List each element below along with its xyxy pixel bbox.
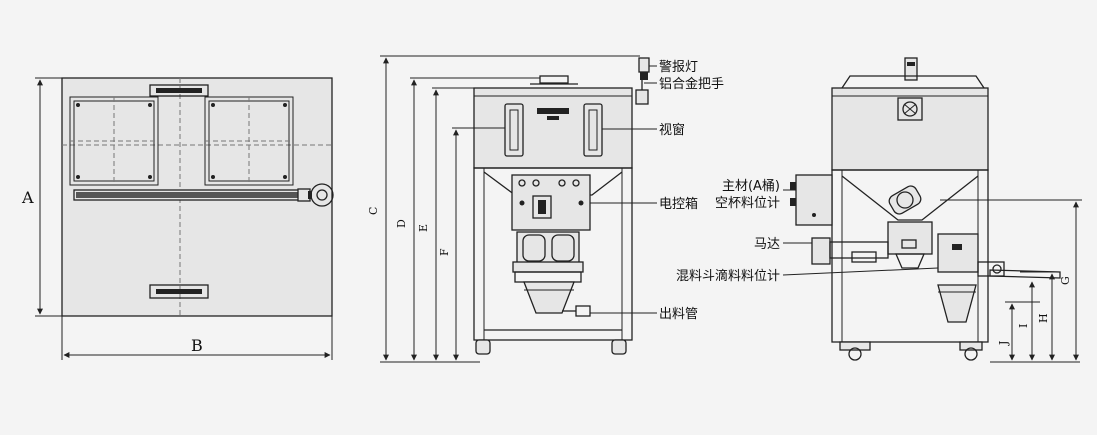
hinge-bar (73, 183, 334, 207)
mix-hopper (523, 281, 575, 314)
side-motor (811, 237, 831, 265)
dim-i-label: I (1017, 324, 1030, 328)
dim-h-label: H (1037, 313, 1050, 323)
top-handle (149, 84, 209, 97)
side-lower-frame (831, 169, 989, 343)
side-valve-assembly (887, 185, 933, 269)
bottom-handle (149, 284, 209, 299)
window-left (504, 103, 524, 157)
dim-d-label: D (395, 219, 408, 228)
callout-control-box: 电控箱 (659, 196, 698, 212)
side-upper-cabinet (831, 87, 989, 171)
right-window-panel (204, 96, 294, 186)
callout-motor: 马达 (754, 237, 780, 252)
side-caster-left (839, 341, 871, 361)
top-view: A B (21, 77, 334, 360)
dim-c-label: C (367, 207, 380, 215)
side-vent (897, 97, 923, 121)
window-right (583, 103, 603, 157)
callout-outlet-pipe: 出料管 (659, 307, 698, 322)
caster-right (611, 339, 627, 355)
side-caster-right (959, 341, 983, 361)
dim-a-label: A (21, 188, 34, 207)
lower-frame (473, 167, 633, 341)
control-box (511, 174, 591, 231)
callout-hopper-sensor: 混料斗滴料料位计 (676, 268, 780, 284)
outlet-pipe (575, 305, 591, 317)
callout-window: 视窗 (659, 122, 685, 138)
dim-b-label: B (191, 336, 203, 355)
callout-material-sensor-line2: 空杯料位计 (715, 196, 780, 211)
material-level-sensor (795, 174, 833, 226)
alarm-light (635, 57, 650, 105)
hopper-level-sensor (937, 233, 979, 273)
side-discharge-pipe (989, 269, 1061, 279)
side-view: G H I J 主材(A桶) 空杯料位计 马达 混料斗滴料料位计 (676, 57, 1082, 363)
front-view: C D E F 警报灯 铝合金把手 视窗 电控箱 出料管 (367, 55, 724, 363)
side-alarm-light (904, 57, 918, 81)
callout-alarm-light: 警报灯 (659, 59, 698, 75)
motor-assembly (512, 231, 584, 283)
callout-material-sensor-line1: 主材(A桶) (722, 179, 780, 194)
callout-handle: 铝合金把手 (659, 76, 724, 92)
left-window-panel (69, 96, 159, 186)
dim-j-label: J (997, 341, 1010, 346)
side-mix-hopper (937, 284, 977, 323)
dim-f-label: F (438, 248, 451, 256)
dim-e-label: E (417, 224, 430, 232)
caster-left (475, 339, 491, 355)
dim-g-label: G (1059, 276, 1072, 285)
